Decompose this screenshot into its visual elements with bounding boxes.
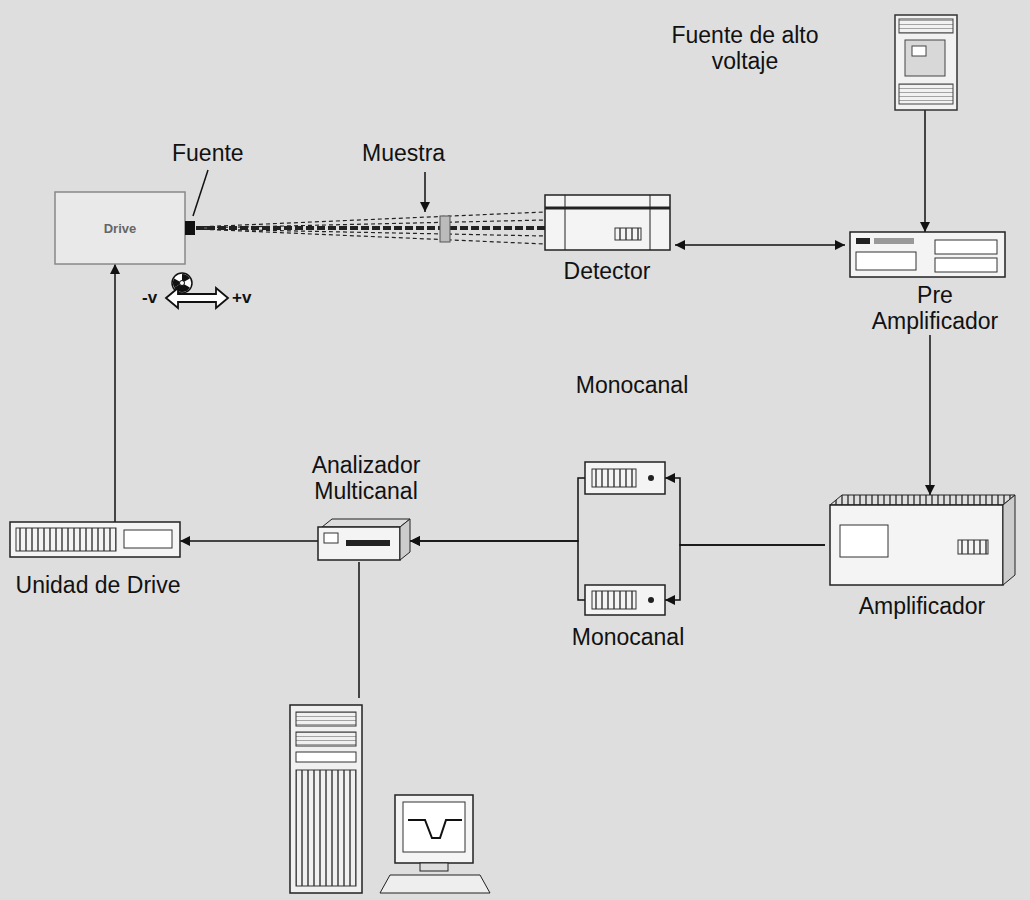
signal-connector bbox=[929, 335, 931, 495]
preamplifier-icon bbox=[850, 232, 1005, 277]
drive-unit-node: Unidad de Drive bbox=[10, 522, 180, 557]
device-label: Amplificador bbox=[859, 593, 986, 619]
drive-controller-icon bbox=[10, 522, 180, 557]
amplifier-node: Amplificador bbox=[825, 495, 1015, 630]
device-label: Monocanal bbox=[572, 624, 685, 650]
sample-label: Muestra bbox=[362, 140, 445, 166]
single-channel-analyzer-node: Monocanal bbox=[585, 585, 665, 615]
signal-connector bbox=[410, 541, 585, 600]
multichannel-analyzer-node: Analizador Multicanal bbox=[318, 519, 410, 560]
velocity-label: +v bbox=[232, 288, 251, 308]
data-cable bbox=[358, 562, 360, 698]
signal-connector bbox=[665, 545, 825, 600]
multichannel-analyzer-icon bbox=[318, 519, 410, 560]
velocity-double-arrow bbox=[166, 288, 228, 308]
signal-connector bbox=[675, 244, 845, 246]
signal-connector bbox=[180, 540, 318, 542]
signal-connector bbox=[114, 264, 116, 522]
box-label: Drive bbox=[55, 221, 185, 236]
device-label: Fuente de alto voltaje bbox=[645, 22, 845, 74]
preamplifier-node: Pre Amplificador bbox=[845, 232, 1025, 335]
sample-arrow bbox=[424, 172, 426, 212]
detector-node: Detector bbox=[540, 195, 675, 290]
gamma-beam bbox=[196, 212, 545, 244]
single-channel-analyzer-node: Monocanal bbox=[585, 462, 665, 494]
single-channel-icon bbox=[585, 462, 665, 494]
signal-connector bbox=[410, 478, 585, 541]
signal-connector bbox=[665, 478, 825, 545]
device-label: Detector bbox=[564, 258, 651, 284]
amplifier-icon bbox=[830, 495, 1015, 585]
device-label: Unidad de Drive bbox=[16, 572, 181, 598]
device-label: Analizador Multicanal bbox=[296, 452, 436, 504]
drive-unit-icon bbox=[55, 192, 195, 264]
device-label: Pre Amplificador bbox=[860, 282, 1010, 334]
computer-icon bbox=[290, 705, 490, 893]
signal-connector bbox=[924, 110, 926, 232]
velocity-label: -v bbox=[142, 288, 157, 308]
radiation-symbol bbox=[170, 273, 192, 293]
source-leader bbox=[193, 170, 208, 216]
hv-source-node: Fuente de alto voltaje bbox=[895, 15, 957, 110]
detector-icon bbox=[545, 195, 670, 250]
device-label: Monocanal bbox=[576, 372, 689, 398]
source-label: Fuente bbox=[172, 140, 244, 166]
single-channel-icon bbox=[585, 585, 665, 615]
hv-source-icon bbox=[895, 15, 957, 110]
drive-box-node: Drive bbox=[55, 192, 185, 264]
